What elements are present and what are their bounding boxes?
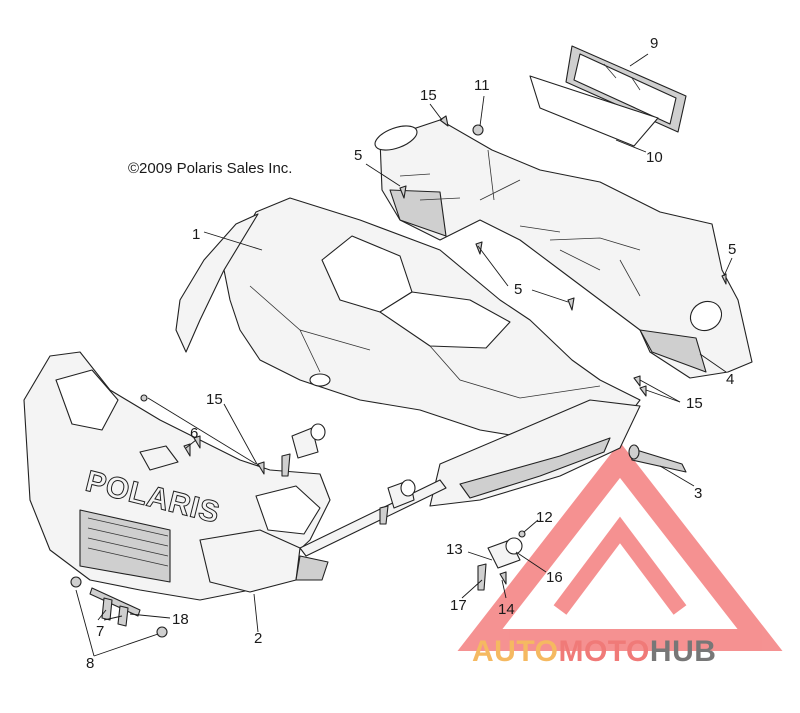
leader-lines bbox=[75, 53, 733, 657]
callout-3: 3 bbox=[694, 485, 702, 502]
callout-9: 9 bbox=[650, 35, 658, 52]
callout-4: 4 bbox=[726, 371, 734, 388]
callout-18: 18 bbox=[172, 611, 189, 628]
callout-8: 8 bbox=[86, 655, 94, 672]
part-9-frame bbox=[565, 45, 687, 133]
fasteners bbox=[70, 115, 727, 638]
callout-15a: 15 bbox=[420, 87, 437, 104]
callout-1: 1 bbox=[192, 226, 200, 243]
callout-13: 13 bbox=[446, 541, 463, 558]
callout-12: 12 bbox=[536, 509, 553, 526]
callout-11: 11 bbox=[474, 77, 490, 94]
callout-16: 16 bbox=[546, 569, 563, 586]
callout-14: 14 bbox=[498, 601, 515, 618]
watermark-auto: AUTO bbox=[472, 635, 558, 668]
callout-5c: 5 bbox=[728, 241, 736, 258]
callout-2: 2 bbox=[254, 630, 262, 647]
callout-17: 17 bbox=[450, 597, 467, 614]
callout-10: 10 bbox=[646, 149, 663, 166]
callout-5b: 5 bbox=[514, 281, 522, 298]
part-2-front-fascia: POLARIS bbox=[23, 351, 331, 601]
part-10-seal bbox=[529, 75, 659, 147]
callout-15b: 15 bbox=[206, 391, 223, 408]
watermark-moto: MOTO bbox=[558, 635, 649, 668]
callout-7: 7 bbox=[96, 623, 104, 640]
watermark-hub: HUB bbox=[650, 635, 717, 668]
upper-mounts bbox=[291, 423, 416, 509]
svg-text:AUTOMOTOHUB: AUTOMOTOHUB bbox=[472, 635, 716, 668]
callout-numbers: 1 2 3 4 5 5 5 6 7 8 9 10 11 12 13 14 15 … bbox=[86, 35, 736, 672]
callout-15c: 15 bbox=[686, 395, 703, 412]
part-1-hood bbox=[175, 197, 641, 451]
part-16-mount bbox=[487, 530, 526, 569]
right-fender-trim bbox=[459, 437, 611, 499]
callout-5a: 5 bbox=[354, 147, 362, 164]
copyright-text: ©2009 Polaris Sales Inc. bbox=[128, 160, 292, 177]
watermark-wordmark: AUTOMOTOHUB bbox=[472, 635, 716, 668]
part-3-latch bbox=[628, 444, 687, 473]
callout-6: 6 bbox=[190, 425, 198, 442]
watermark-triangle-icon bbox=[457, 442, 783, 651]
part-4-dash bbox=[374, 119, 753, 379]
